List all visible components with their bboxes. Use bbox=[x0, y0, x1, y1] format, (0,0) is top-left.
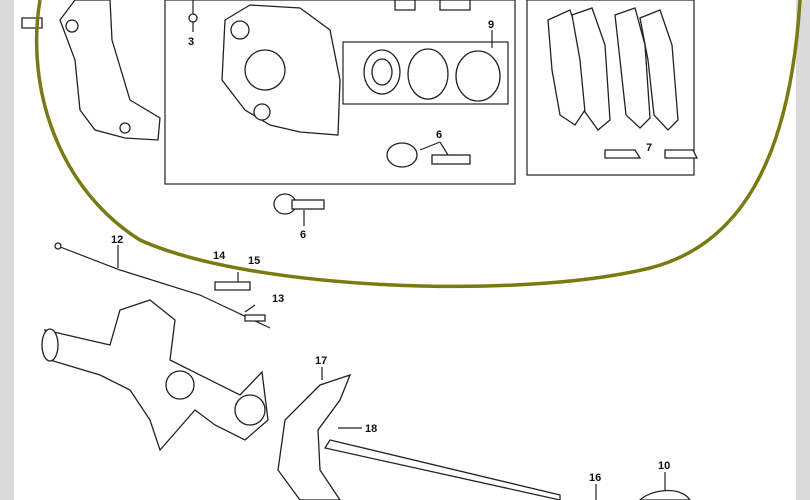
seal-kit bbox=[363, 30, 501, 102]
bleeder-screw bbox=[188, 0, 198, 32]
caliper-bracket bbox=[21, 0, 161, 141]
callout-14: 14 bbox=[213, 250, 226, 262]
guide-pin-set bbox=[386, 141, 471, 168]
callout-3: 3 bbox=[188, 36, 194, 48]
guide-pins-top bbox=[394, 0, 471, 11]
callout-9: 9 bbox=[488, 19, 494, 31]
callout-6-bolt: 6 bbox=[300, 229, 306, 241]
callout-12: 12 bbox=[111, 234, 123, 246]
dust-shield bbox=[277, 367, 352, 500]
brake-pads bbox=[547, 7, 699, 159]
guide-bolt bbox=[273, 193, 325, 226]
callout-18: 18 bbox=[365, 423, 377, 435]
callout-16: 16 bbox=[589, 472, 601, 484]
caliper-group-box bbox=[164, 0, 516, 185]
caliper-housing bbox=[221, 4, 341, 136]
callout-7: 7 bbox=[646, 142, 652, 154]
bearing-10 bbox=[639, 489, 691, 500]
callout-17: 17 bbox=[315, 355, 327, 367]
highlight-circle bbox=[34, 0, 802, 289]
axle-shaft bbox=[323, 439, 561, 500]
parking-brake-cable bbox=[54, 242, 271, 329]
callout-13: 13 bbox=[272, 293, 284, 305]
axle-housing bbox=[41, 299, 269, 452]
brake-pads-box bbox=[526, 0, 695, 176]
callout-10: 10 bbox=[658, 460, 670, 472]
callout-6: 6 bbox=[436, 129, 442, 141]
seal-kit-box bbox=[342, 41, 509, 105]
callout-15: 15 bbox=[248, 255, 260, 267]
